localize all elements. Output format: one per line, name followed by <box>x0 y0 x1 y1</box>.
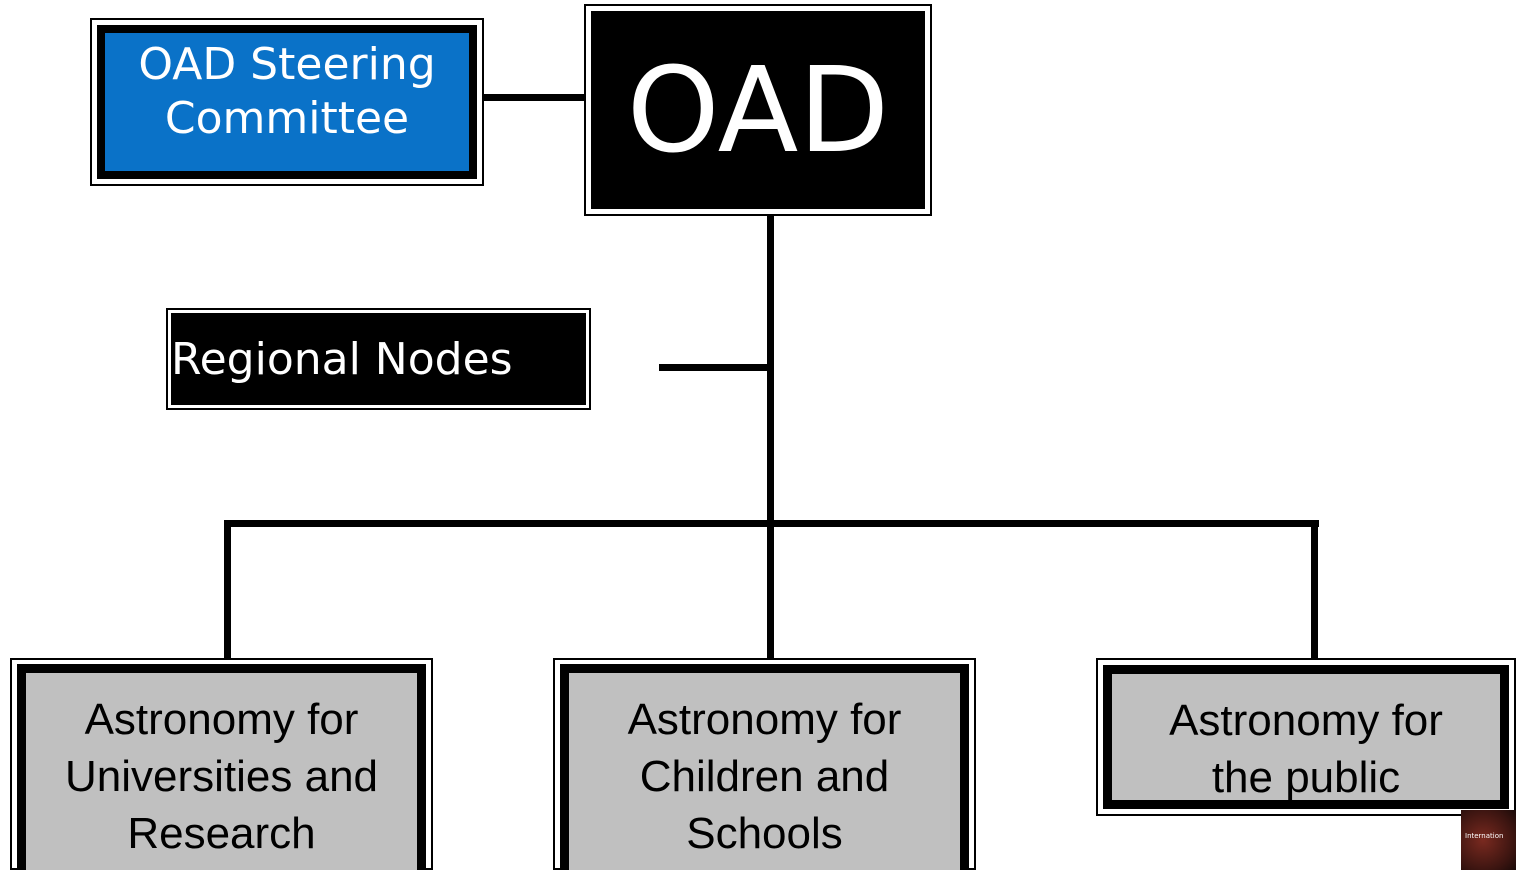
corner-logo-text: Internation <box>1465 832 1504 840</box>
child-schools-line3: Schools <box>686 809 843 858</box>
connector-regional <box>659 364 771 371</box>
steering-committee-line1: OAD Steering <box>138 39 436 90</box>
oad-root-label: OAD <box>626 41 890 179</box>
connector-left-drop <box>224 520 231 664</box>
child-schools-line2: Children and <box>639 752 890 801</box>
corner-logo: Internation <box>1461 810 1516 870</box>
connector-right-drop <box>1311 520 1318 664</box>
oad-root-box: OAD <box>591 11 925 209</box>
child-schools-line1: Astronomy for <box>627 695 902 744</box>
regional-nodes-box: Regional Nodes <box>171 313 586 405</box>
steering-committee-line2: Committee <box>164 93 410 144</box>
connector-steering-oad <box>484 94 584 101</box>
child-public-box: Astronomy for the public <box>1103 665 1509 809</box>
child-universities-line3: Research <box>127 809 316 858</box>
connector-trunk <box>767 216 774 664</box>
child-public-line1: Astronomy for <box>1169 696 1443 745</box>
child-universities-line1: Astronomy for <box>84 695 359 744</box>
child-universities-line2: Universities and <box>64 752 379 801</box>
child-universities-box: Astronomy for Universities and Research <box>17 664 426 870</box>
regional-nodes-label: Regional Nodes <box>171 333 513 385</box>
steering-committee-box: OAD Steering Committee <box>97 25 477 179</box>
connector-horizontal-bar <box>224 520 1319 527</box>
child-public-line2: the public <box>1211 753 1401 802</box>
child-schools-box: Astronomy for Children and Schools <box>560 664 969 870</box>
